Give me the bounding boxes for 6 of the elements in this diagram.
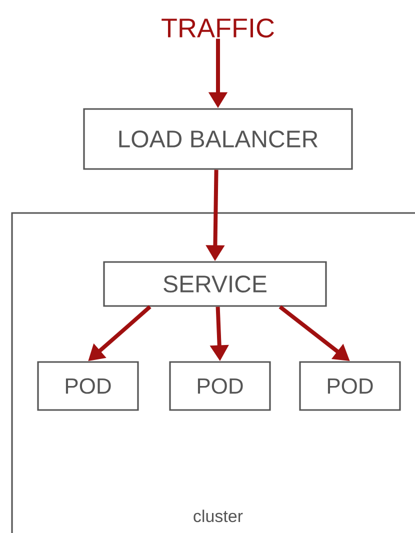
process-box: POD — [37, 361, 139, 411]
process-box: LOAD BALANCER — [83, 108, 353, 170]
process-box: POD — [169, 361, 271, 411]
process-box: SERVICE — [103, 261, 327, 307]
process-box: POD — [299, 361, 401, 411]
traffic-label: TRAFFIC — [162, 18, 274, 38]
